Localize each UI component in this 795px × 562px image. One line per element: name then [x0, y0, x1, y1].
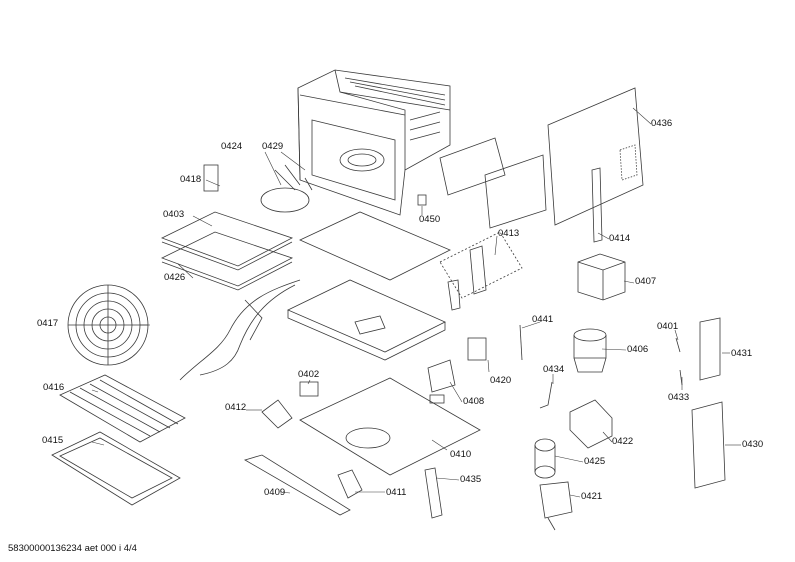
part-label-0433: 0433	[668, 392, 690, 403]
fan-housing-0407-drawing	[577, 253, 626, 301]
clip-0450-drawing	[417, 194, 427, 206]
part-label-0434: 0434	[543, 364, 565, 375]
part-label-0415: 0415	[42, 435, 64, 446]
part-label-0413: 0413	[498, 228, 520, 239]
lamp-cover-drawing	[260, 187, 310, 213]
part-label-0414: 0414	[609, 233, 631, 244]
part-label-0426: 0426	[164, 272, 186, 283]
wire-rack-drawing	[59, 374, 186, 443]
part-label-0409: 0409	[264, 487, 286, 498]
part-label-0450: 0450	[419, 214, 441, 225]
fan-housing-0422-drawing	[569, 399, 613, 449]
back-panel-drawing	[547, 87, 644, 226]
part-label-0420: 0420	[490, 375, 512, 386]
fan-guard-drawing	[67, 284, 149, 366]
part-label-0441: 0441	[532, 314, 554, 325]
part-label-0403: 0403	[163, 209, 185, 220]
oven-cavity-drawing	[297, 69, 451, 216]
part-label-0412: 0412	[225, 402, 247, 413]
part-0411-drawing	[337, 469, 363, 499]
board-0431-drawing	[699, 317, 721, 381]
glass-trays-drawing	[160, 211, 294, 291]
part-label-0408: 0408	[463, 396, 485, 407]
sensor-0401-drawing	[675, 337, 681, 353]
side-panel-drawing	[484, 154, 547, 229]
part-label-0411: 0411	[386, 487, 407, 498]
module-0420-drawing	[467, 337, 487, 361]
cavity-plates-drawing	[287, 211, 451, 361]
leader-lines	[91, 107, 741, 498]
part-label-0418: 0418	[180, 174, 202, 185]
part-label-0407: 0407	[635, 276, 657, 287]
rail-0409-drawing	[243, 454, 351, 516]
part-label-0401: 0401	[657, 321, 679, 332]
part-label-0430: 0430	[742, 439, 764, 450]
sensor-0441-drawing	[519, 324, 523, 361]
part-label-0422: 0422	[612, 436, 634, 447]
part-label-0424: 0424	[221, 141, 243, 152]
lamp-0418-drawing	[203, 164, 219, 192]
part-label-0417: 0417	[37, 318, 59, 329]
hinge-kit-drawing	[439, 231, 523, 311]
fan-wheel-drawing	[534, 438, 556, 479]
tube-0435-drawing	[424, 467, 443, 519]
document-footer: 58300000136234 aet 000 i 4/4	[8, 543, 137, 554]
screws-0429-drawing	[274, 164, 313, 191]
heater-0406-drawing	[573, 328, 607, 373]
sensor-0433-drawing	[679, 369, 683, 386]
bracket-0414-drawing	[591, 167, 603, 243]
sensor-0434-drawing	[539, 381, 553, 409]
part-label-0425: 0425	[584, 456, 606, 467]
motor-0421-drawing	[539, 481, 573, 531]
bracket-0408-drawing	[427, 359, 456, 393]
part-label-0431: 0431	[731, 348, 753, 359]
part-label-0435: 0435	[460, 474, 482, 485]
door-panel-drawing	[439, 137, 506, 196]
part-label-0406: 0406	[627, 344, 649, 355]
wire-harness-drawing	[179, 279, 301, 381]
part-label-0416: 0416	[43, 382, 65, 393]
part-label-0421: 0421	[581, 491, 603, 502]
part-0412-drawing	[261, 399, 293, 429]
part-label-0410: 0410	[450, 449, 472, 460]
part-label-0436: 0436	[651, 118, 673, 129]
baking-tray-drawing	[51, 431, 181, 506]
part-0402-drawing	[299, 381, 319, 397]
board-0430-drawing	[691, 401, 726, 489]
part-label-0429: 0429	[262, 141, 284, 152]
bottom-plate-drawing	[299, 377, 481, 476]
part-label-0402: 0402	[298, 369, 320, 380]
